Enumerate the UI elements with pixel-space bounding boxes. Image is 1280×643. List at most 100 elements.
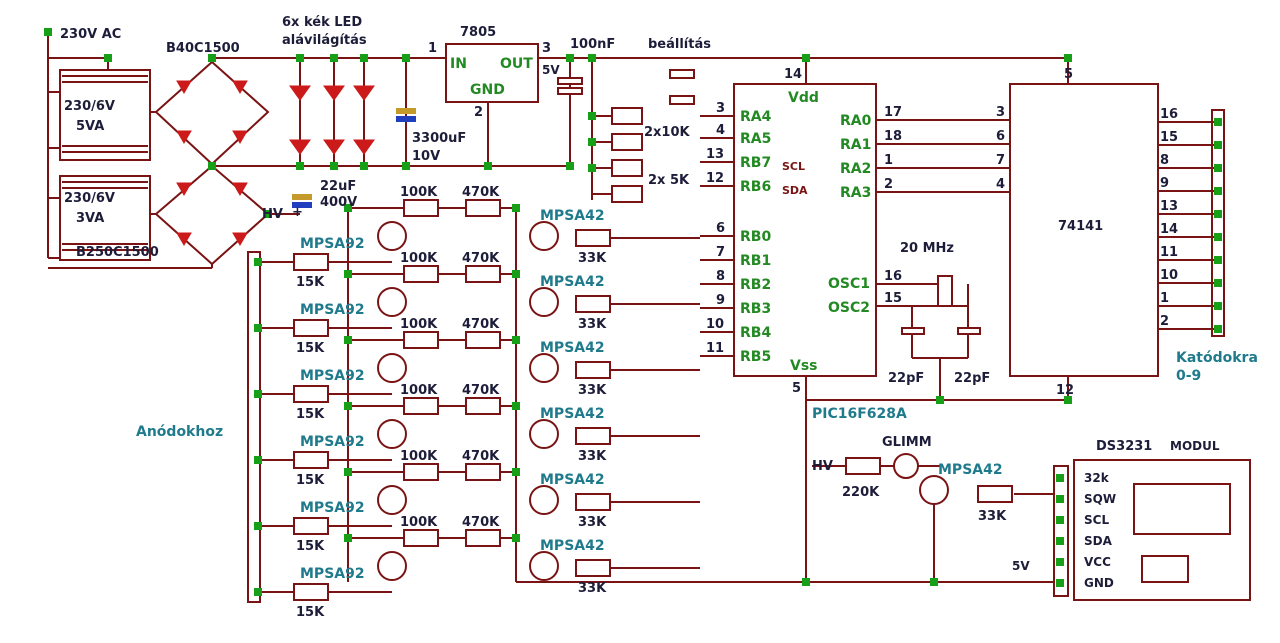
pic-sda: SDA [782,184,808,197]
diode-icon [232,182,248,196]
pic-name: PIC16F628A [812,406,907,422]
resistor-100k [403,199,439,217]
pic-left-pin-name: RB7 [740,155,771,171]
pic-osc2: OSC2 [828,300,870,316]
resistor-470k [465,265,501,283]
glimm-label: GLIMM [882,435,932,450]
hv-label: HV [262,207,283,222]
resistor-100k [403,463,439,481]
junction [512,468,520,476]
junction [344,270,352,278]
glimm-lamp-icon [893,453,919,479]
connector-pin [1214,118,1222,126]
transistor-mpsa92-label: MPSA92 [300,500,365,516]
resistor-470k-label: 470K [462,251,500,266]
ds-pin-label: SDA [1084,534,1113,548]
ttl-name: 74141 [1058,219,1103,234]
resistor-15k [293,385,329,403]
pic-vdd-pin: 14 [784,67,802,82]
resistor-33k [575,559,611,577]
resistor-15k [293,451,329,469]
junction-dot [296,54,304,62]
resistor-100k-label: 100K [400,449,438,464]
led-icon [289,139,311,155]
pic-left-pin-name: RB0 [740,229,771,245]
power-wiring [47,32,1251,603]
diode-icon [232,80,248,94]
transformer1-label: 230/6V [64,99,115,114]
resistor-100k [403,397,439,415]
connector-pin [1214,187,1222,195]
regulator-name: 7805 [460,25,496,40]
resistor-15k-label: 15K [296,341,325,356]
ds-title: DS3231 [1096,439,1152,454]
diode-icon [176,130,192,144]
connector-pin [1214,279,1222,287]
junction-dot [330,54,338,62]
pic-left-pin-name: RA4 [740,109,772,125]
resistor-15k-label: 15K [296,275,325,290]
ttl-input-pin-number: 6 [996,129,1005,144]
diode-icon [232,232,248,246]
cap3300-label: 3300uF [412,131,466,146]
resistor-33k-label: 33K [578,515,607,530]
cap22-label: 22uF [320,179,356,194]
resistor-220k [845,457,881,475]
cap3300-v: 10V [412,149,440,164]
ds-title-2: MODUL [1170,439,1220,453]
junction [512,534,520,542]
pic-left-pin-number: 13 [706,147,724,162]
pic-left-pin-number: 4 [716,123,725,138]
transistor-mpsa42 [529,485,559,515]
transistor-mpsa92-label: MPSA92 [300,368,365,384]
connector-pin [1214,233,1222,241]
led-title: 6x kék LED [282,15,362,30]
reg-pin3: 3 [542,41,551,56]
transistor-glimm-label: MPSA42 [938,462,1003,478]
pic-vss-pin: 5 [792,381,801,396]
anode-pin [254,522,262,530]
resistor-33k [575,229,611,247]
pic-left-pin-number: 9 [716,293,725,308]
junction-dot [360,162,368,170]
regulator-in: IN [450,56,467,72]
pic-left-pin-name: RB2 [740,277,771,293]
junction-dot [484,162,492,170]
diode-icon [176,80,192,94]
bridge2-label: B250C1500 [76,245,159,260]
junction-dot [930,578,938,586]
pullup-resistor [611,159,643,177]
junction-dot [588,138,596,146]
connector-pin [1214,141,1222,149]
resistor-470k-label: 470K [462,185,500,200]
ttl-input-pin-number: 7 [996,153,1005,168]
transistor-mpsa92 [377,287,407,317]
regulator-out: OUT [500,56,533,72]
junction-dot [264,210,272,218]
pic-left-pin-number: 11 [706,341,724,356]
ds-connector-pin [1056,558,1064,566]
junction-dot [402,162,410,170]
resistor-33k [575,493,611,511]
transistor-mpsa42-label: MPSA42 [540,472,605,488]
pic-right-pin-number: 1 [884,153,893,168]
ds-pin-label: SQW [1084,492,1116,506]
transistor-mpsa42-label: MPSA42 [540,538,605,554]
junction-dot [566,54,574,62]
cathode-label-2: 0-9 [1176,368,1201,384]
junction-dot [360,54,368,62]
ttl-output-pin-number: 8 [1160,153,1169,168]
resistor-470k [465,463,501,481]
pic-right-pin-name: RA1 [840,137,871,153]
res-2x5k: 2x 5K [648,173,690,188]
transistor-mpsa92 [377,353,407,383]
junction [344,336,352,344]
setting-label: beállítás [648,37,711,52]
pic-right-pin-name: RA0 [840,113,872,129]
transistor-mpsa42 [529,221,559,251]
resistor-100k [403,529,439,547]
resistor-15k [293,253,329,271]
pic-right-pin-name: RA3 [840,185,871,201]
pic-vdd: Vdd [788,90,819,106]
resistor-15k [293,583,329,601]
